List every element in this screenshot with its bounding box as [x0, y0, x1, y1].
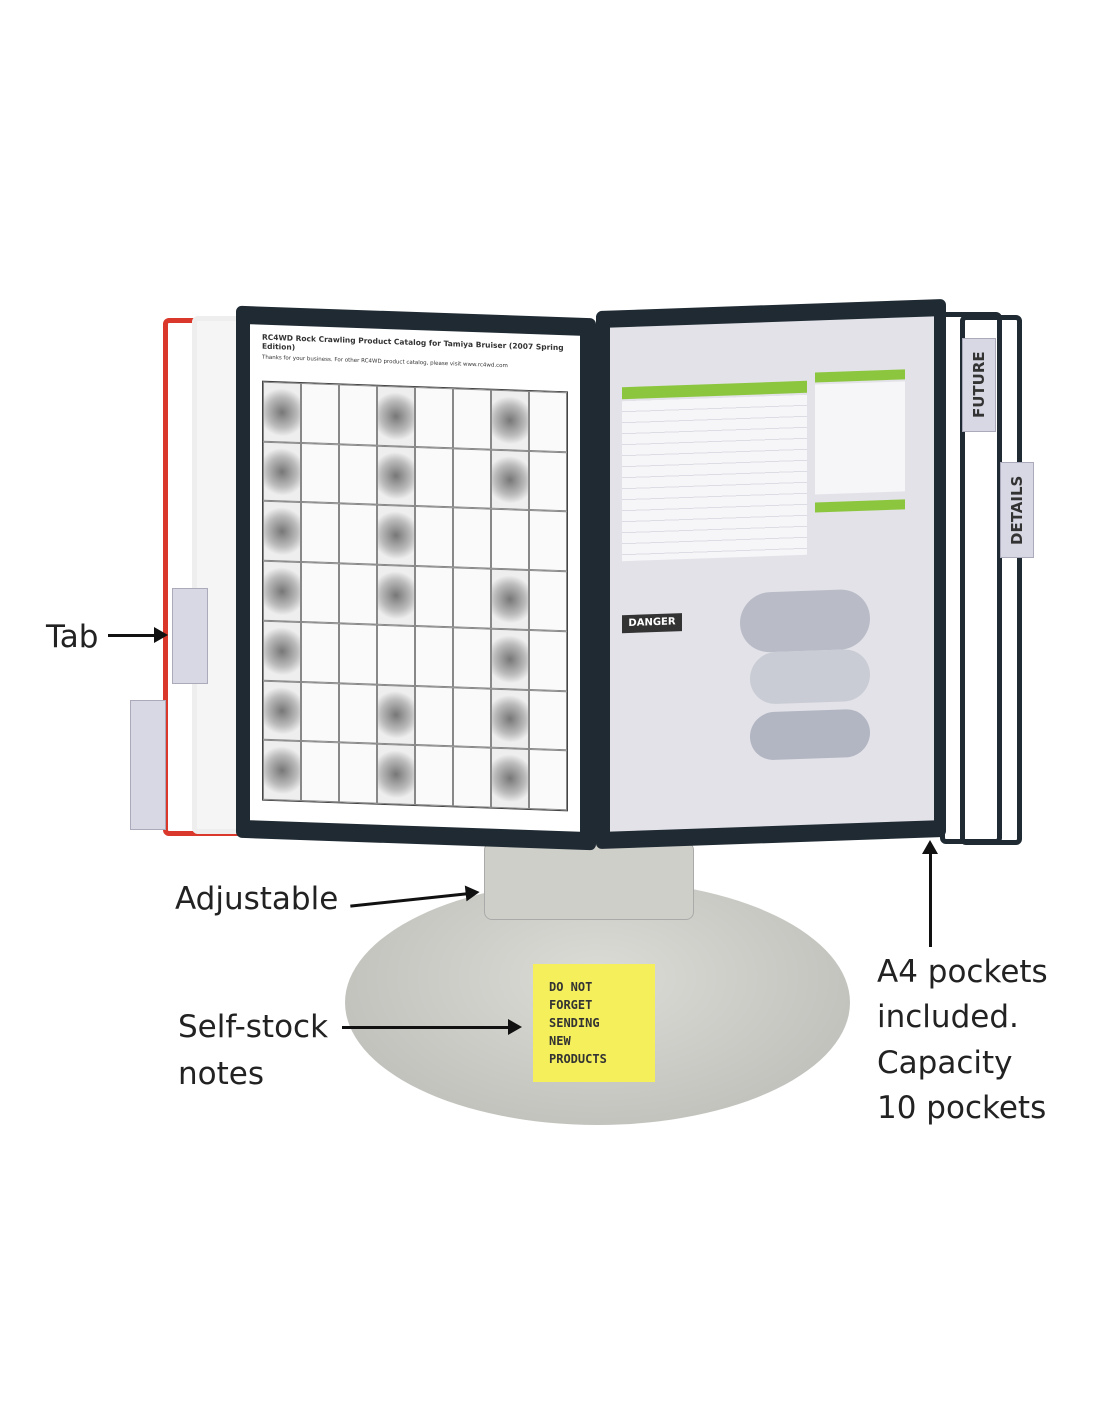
- catalog-grid: [262, 380, 568, 812]
- tab-details[interactable]: DETAILS: [1000, 462, 1034, 558]
- arrow-tab: [108, 627, 168, 643]
- label-self-stock: Self-stock notes: [178, 1009, 329, 1092]
- danger-sign: DANGER: [622, 613, 682, 634]
- label-pockets: A4 pockets included. Capacity 10 pockets: [877, 954, 1048, 1126]
- label-tab: Tab: [46, 619, 99, 655]
- label-adjustable: Adjustable: [175, 881, 339, 917]
- tab-marker: [172, 588, 208, 684]
- adjustable-hinge: [484, 842, 694, 920]
- arrow-self-stock: [342, 1019, 522, 1035]
- tab-marker: [130, 700, 166, 830]
- right-page: DANGER: [610, 316, 934, 832]
- tab-future[interactable]: FUTURE: [962, 338, 996, 432]
- sticky-note: DO NOT FORGET SENDING NEW PRODUCTS: [533, 964, 655, 1082]
- arrow-pockets: [922, 840, 938, 947]
